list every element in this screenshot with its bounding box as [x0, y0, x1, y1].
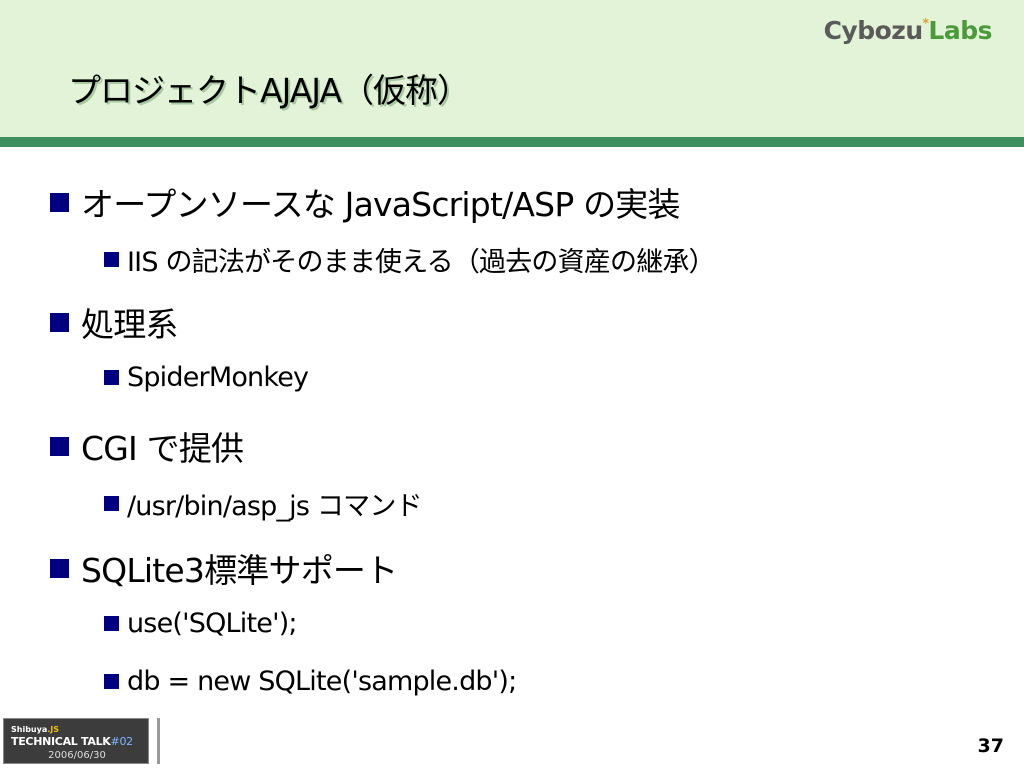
sub-bullet-item: IIS の記法がそのまま使える（過去の資産の継承）	[104, 240, 716, 279]
square-bullet-icon	[104, 252, 119, 267]
bullet-text: オープンソースな JavaScript/ASP の実装	[81, 185, 681, 224]
event-badge: Shibuya.JS TECHNICAL TALK#02 2006/06/30	[3, 718, 149, 764]
bullet-text: SQLite3標準サポート	[81, 551, 398, 590]
square-bullet-icon	[50, 312, 69, 332]
logo-separator: *	[922, 16, 929, 30]
bullet-item: 処理系	[50, 298, 178, 346]
badge-title: TECHNICAL TALK#02	[11, 735, 133, 748]
bullet-text: use('SQLite');	[127, 608, 298, 639]
page-number: 37	[977, 735, 1004, 757]
bullet-text: SpiderMonkey	[127, 362, 309, 393]
square-bullet-icon	[104, 674, 119, 689]
square-bullet-icon	[50, 558, 69, 578]
sub-bullet-item: SpiderMonkey	[104, 362, 309, 393]
square-bullet-icon	[104, 496, 119, 511]
bullet-text: db = new SQLite('sample.db');	[127, 666, 517, 697]
bullet-text: CGI で提供	[81, 429, 244, 468]
badge-js-text: .JS	[47, 725, 60, 734]
bullet-item: CGI で提供	[50, 422, 244, 470]
bullet-text: IIS の記法がそのまま使える（過去の資産の継承）	[127, 247, 716, 278]
square-bullet-icon	[50, 436, 69, 456]
sub-bullet-item: use('SQLite');	[104, 608, 298, 639]
badge-date: 2006/06/30	[48, 750, 106, 761]
bullet-item: オープンソースな JavaScript/ASP の実装	[50, 178, 681, 226]
badge-number-text: #02	[110, 735, 134, 748]
slide-header: Cybozu*Labs プロジェクトAJAJA（仮称）	[0, 0, 1024, 137]
header-divider	[0, 137, 1024, 147]
bullet-text: /usr/bin/asp_js コマンド	[127, 491, 423, 522]
bullet-item: SQLite3標準サポート	[50, 544, 398, 592]
logo-text-cybozu: Cybozu	[823, 16, 924, 45]
footer-divider	[157, 718, 160, 764]
sub-bullet-item: db = new SQLite('sample.db');	[104, 666, 517, 697]
badge-event-name: Shibuya.JS	[11, 725, 59, 734]
sub-bullet-item: /usr/bin/asp_js コマンド	[104, 484, 423, 523]
logo-text-labs: Labs	[928, 16, 992, 45]
square-bullet-icon	[50, 192, 69, 212]
slide-title: プロジェクトAJAJA（仮称）	[68, 71, 470, 110]
cybozu-labs-logo: Cybozu*Labs	[823, 16, 993, 45]
square-bullet-icon	[104, 370, 119, 385]
square-bullet-icon	[104, 616, 119, 631]
badge-shibuya-text: Shibuya	[11, 725, 48, 734]
badge-technical-talk-text: TECHNICAL TALK	[11, 735, 111, 748]
bullet-text: 処理系	[81, 305, 178, 344]
